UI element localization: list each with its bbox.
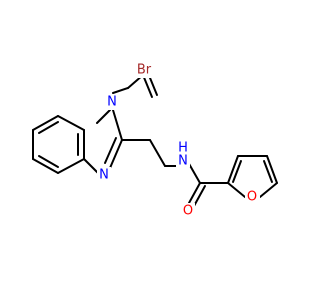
bond-c5-c4 — [32, 158, 59, 174]
bond-c2f-c3f-inner — [232, 160, 242, 183]
bond-c5f-of — [259, 182, 278, 198]
bond-ch2a-ch2b — [149, 139, 166, 167]
bond-c2f-c3f — [227, 155, 239, 184]
label-bg-o-carbonyl — [180, 203, 195, 219]
bond-c5-c4-inner — [38, 155, 59, 168]
bond-n1-ch2 — [112, 87, 129, 94]
bond-carbonyl-o-b — [193, 185, 206, 207]
bond-c2-n3-double-b — [104, 137, 117, 164]
atom-nh-n-label: N — [178, 154, 188, 169]
label-bg-br — [133, 62, 155, 78]
label-bg-n3 — [97, 167, 111, 183]
molecule-structure-diagram: Br N N H N O O — [32, 62, 278, 219]
bond-n1-c7a — [96, 109, 111, 124]
bond-c4f-c5f-inner — [263, 160, 273, 183]
bond-layer — [32, 62, 278, 207]
label-bg-nh — [176, 143, 190, 167]
bond-n1-c2 — [112, 109, 123, 141]
bond-c4-c3a — [57, 158, 85, 174]
atom-n3-label: N — [99, 168, 109, 183]
bond-c7-c6-inner — [38, 121, 59, 134]
bond-of-c2f — [227, 182, 246, 198]
label-bg-o-furan — [245, 189, 260, 205]
label-bg-n1 — [105, 94, 119, 110]
atom-n1-label: N — [107, 95, 117, 110]
atom-label-layer: Br N N H N O O — [97, 62, 260, 219]
bond-c4f-c5f — [266, 155, 278, 184]
atom-o-furan-label: O — [247, 190, 257, 205]
atom-o-carbonyl-label: O — [183, 204, 193, 219]
bond-carbonyl-o-a — [188, 182, 201, 204]
bond-c2-n3-double-a — [109, 139, 123, 169]
bond-n3-c3a — [83, 158, 99, 174]
bond-cbr-ch2-double-a — [142, 74, 153, 98]
bond-c7-c6 — [32, 115, 59, 131]
atom-br-label: Br — [137, 63, 152, 78]
atom-nh-h-label: H — [178, 141, 188, 156]
bond-c7a-c7 — [57, 115, 85, 131]
